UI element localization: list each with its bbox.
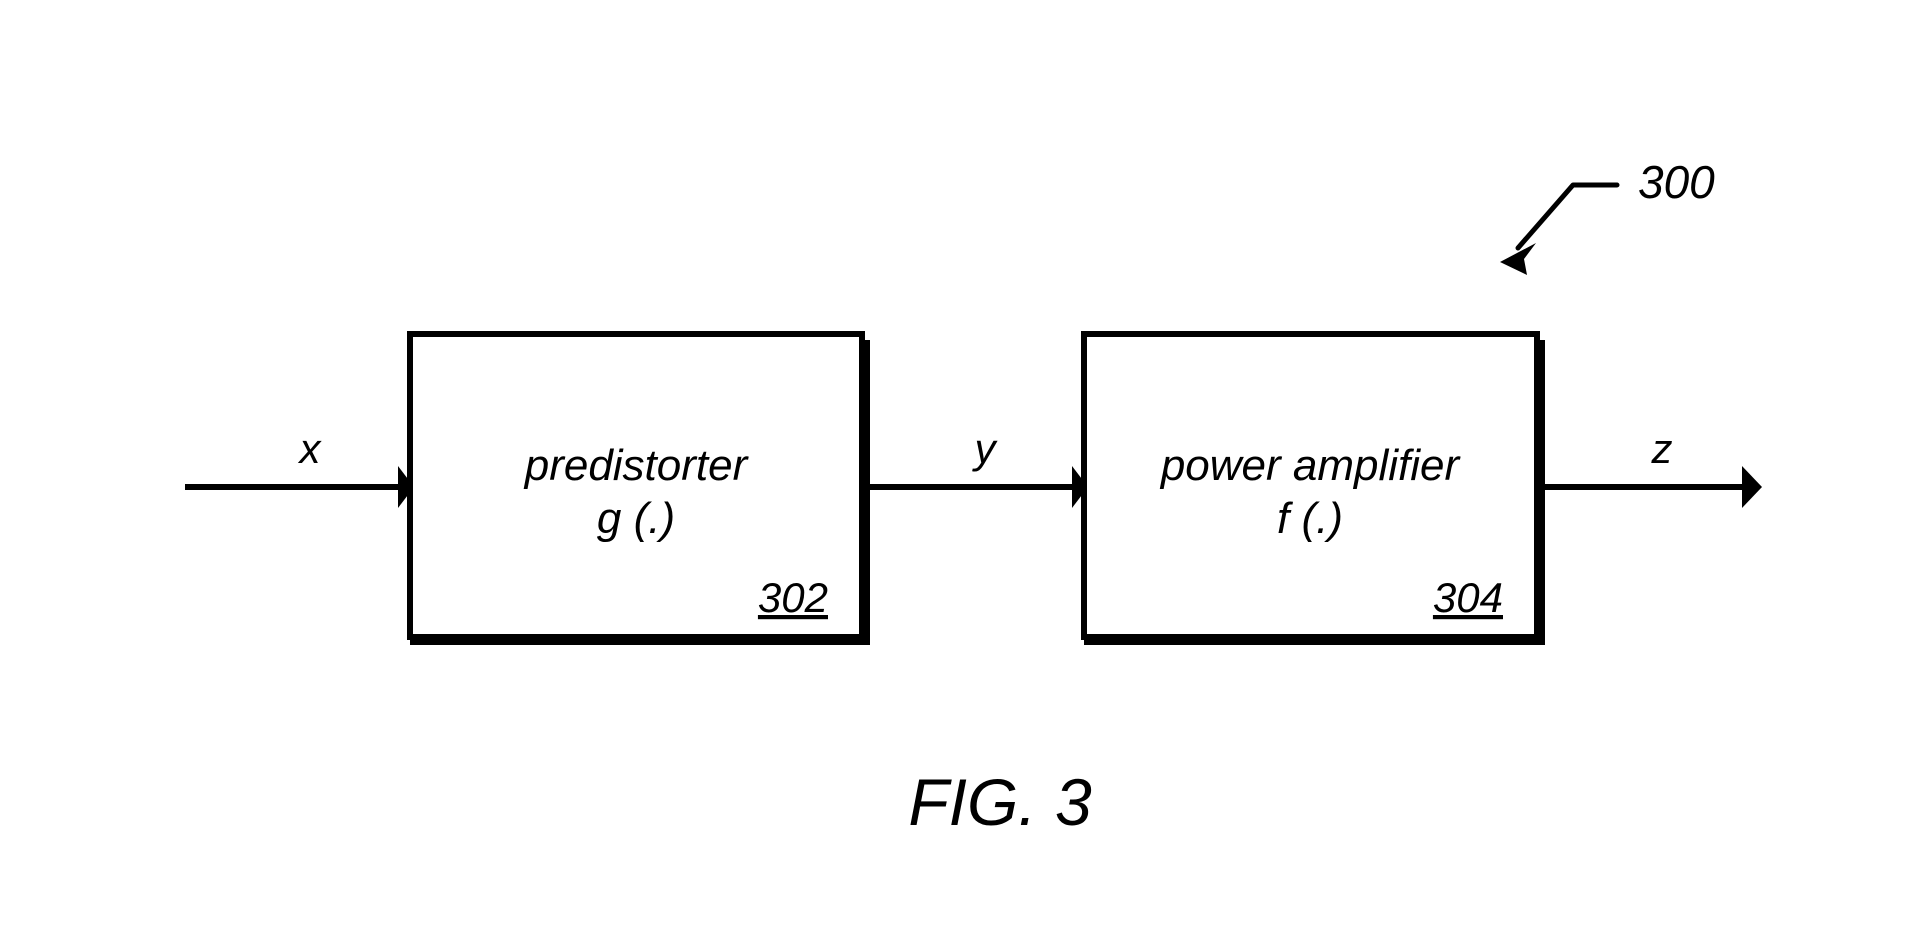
figure-reference-numeral: 300 [1638, 156, 1715, 208]
signal-output-z: z [1545, 425, 1762, 508]
figure-caption: FIG. 3 [908, 765, 1092, 839]
power-amplifier-function: f (.) [1277, 494, 1343, 543]
leader-line [1515, 182, 1620, 251]
power-amplifier-box-outline [1081, 331, 1540, 640]
arrow-right-icon [1742, 466, 1762, 508]
signal-label-z: z [1651, 425, 1673, 472]
power-amplifier-reference-numeral: 304 [1433, 574, 1503, 621]
arrow-right-icon [1072, 466, 1088, 508]
block-power-amplifier[interactable]: power amplifier f (.) 304 [1081, 331, 1545, 645]
predistorter-box-outline [407, 331, 865, 640]
predistorter-function: g (.) [597, 494, 675, 543]
signal-intermediate-y: y [869, 425, 1088, 508]
power-amplifier-title: power amplifier [1159, 441, 1462, 490]
block-predistorter[interactable]: predistorter g (.) 302 [407, 331, 870, 645]
predistorter-reference-numeral: 302 [758, 574, 828, 621]
signal-label-x: x [298, 425, 323, 472]
predistorter-title: predistorter [523, 441, 750, 490]
arrow-right-icon [398, 466, 414, 508]
figure-reference-leader: 300 [1500, 156, 1715, 275]
leader-arrow-icon [1500, 243, 1536, 275]
signal-input-x: x [185, 425, 414, 508]
signal-label-y: y [972, 425, 999, 472]
